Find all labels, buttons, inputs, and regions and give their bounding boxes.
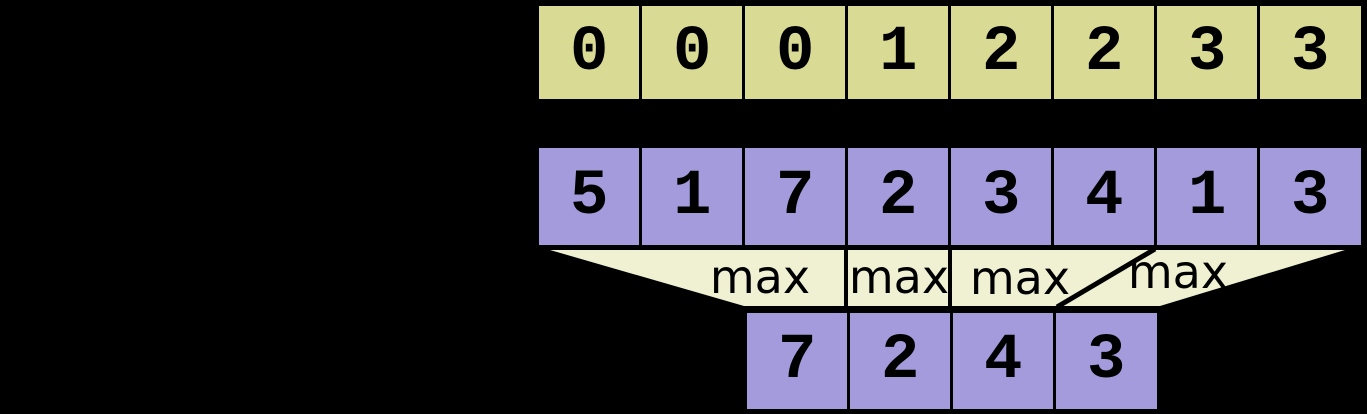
funnel-shape [550, 250, 1345, 306]
input-value-cell: 7 [742, 145, 849, 248]
max-label: max [970, 251, 1070, 305]
input-value-cell: 3 [1257, 145, 1364, 248]
segment-id-cell: 1 [845, 3, 952, 102]
input-value-cell: 2 [845, 145, 952, 248]
input-value-cell: 5 [536, 145, 643, 248]
output-value-cell: 3 [1053, 310, 1160, 412]
output-value-cell: 4 [950, 310, 1057, 412]
segment-id-cell: 3 [1154, 3, 1261, 102]
max-label: max [1128, 245, 1228, 299]
segment-id-cell: 0 [742, 3, 849, 102]
output-values-row: 7 2 4 3 [744, 310, 1160, 412]
funnel-divider-diagonal [1055, 246, 1157, 310]
max-label: max [710, 250, 810, 304]
segment-id-cell: 2 [1051, 3, 1158, 102]
segment-id-cell: 2 [948, 3, 1055, 102]
input-value-cell: 1 [639, 145, 746, 248]
segment-id-cell: 3 [1257, 3, 1364, 102]
segment-id-cell: 0 [639, 3, 746, 102]
input-value-cell: 1 [1154, 145, 1261, 248]
input-value-cell: 3 [948, 145, 1055, 248]
input-values-row: 5 1 7 2 3 4 1 3 [536, 145, 1364, 248]
input-value-cell: 4 [1051, 145, 1158, 248]
max-label: max [849, 250, 949, 304]
segment-id-cell: 0 [536, 3, 643, 102]
output-value-cell: 7 [744, 310, 851, 412]
segment-ids-row: 0 0 0 1 2 2 3 3 [536, 3, 1364, 102]
output-value-cell: 2 [847, 310, 954, 412]
